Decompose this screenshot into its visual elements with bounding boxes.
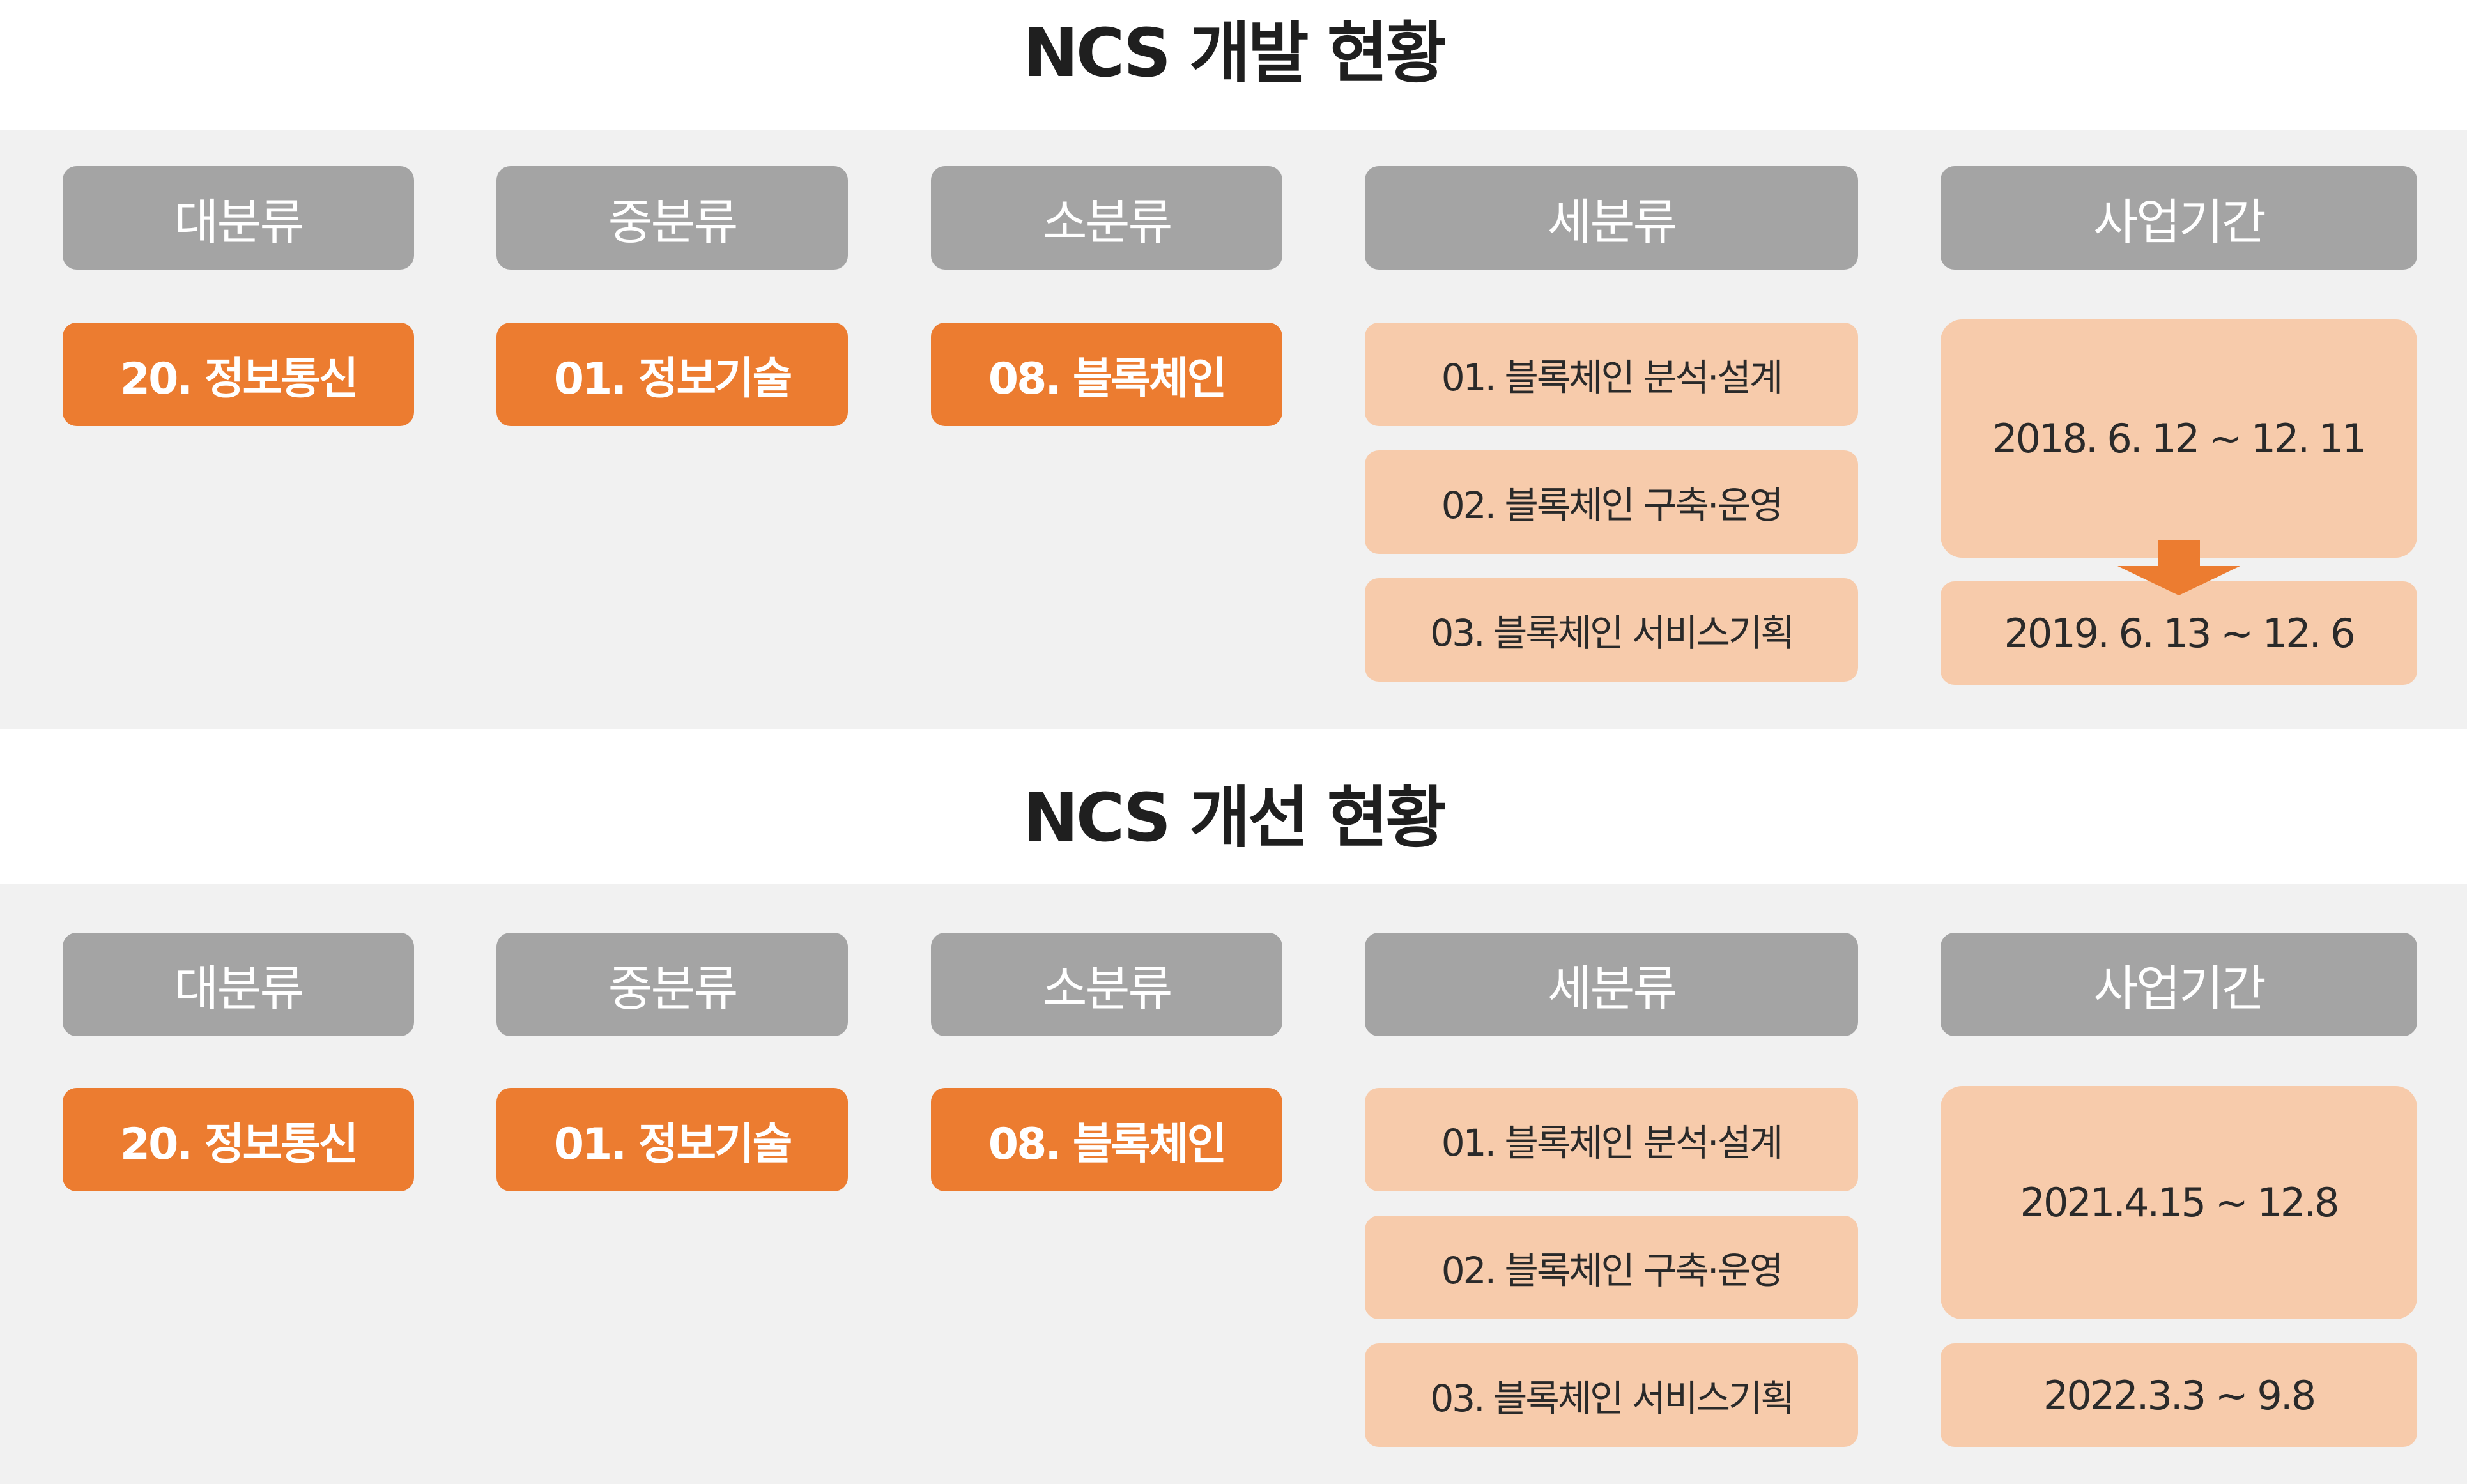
section-title-improvement: NCS 개선 현황 bbox=[1022, 779, 1447, 857]
header-detail: 세분류 bbox=[1365, 933, 1858, 1036]
header-middle: 중분류 bbox=[496, 933, 848, 1036]
middle-category: 01. 정보기술 bbox=[496, 323, 848, 426]
minor-category: 08. 블록체인 bbox=[931, 323, 1282, 426]
header-period: 사업기간 bbox=[1941, 933, 2417, 1036]
detail-category-item: 01. 블록체인 분석·설계 bbox=[1365, 1088, 1858, 1191]
period-second: 2022.3.3 ~ 9.8 bbox=[1941, 1343, 2417, 1447]
header-detail: 세분류 bbox=[1365, 166, 1858, 270]
down-arrow-icon bbox=[2117, 540, 2240, 595]
header-minor: 소분류 bbox=[931, 933, 1282, 1036]
header-minor: 소분류 bbox=[931, 166, 1282, 270]
major-category: 20. 정보통신 bbox=[63, 1088, 414, 1191]
detail-category-item: 03. 블록체인 서비스기획 bbox=[1365, 578, 1858, 682]
period-first: 2021.4.15 ~ 12.8 bbox=[1941, 1086, 2417, 1319]
major-category: 20. 정보통신 bbox=[63, 323, 414, 426]
detail-category-item: 02. 블록체인 구축·운영 bbox=[1365, 450, 1858, 554]
period-second: 2019. 6. 13 ~ 12. 6 bbox=[1941, 581, 2417, 685]
header-major: 대분류 bbox=[63, 166, 414, 270]
header-middle: 중분류 bbox=[496, 166, 848, 270]
detail-category-item: 03. 블록체인 서비스기획 bbox=[1365, 1343, 1858, 1447]
period-first: 2018. 6. 12 ~ 12. 11 bbox=[1941, 319, 2417, 558]
detail-category-item: 02. 블록체인 구축·운영 bbox=[1365, 1216, 1858, 1319]
detail-category-item: 01. 블록체인 분석·설계 bbox=[1365, 323, 1858, 426]
header-major: 대분류 bbox=[63, 933, 414, 1036]
middle-category: 01. 정보기술 bbox=[496, 1088, 848, 1191]
header-period: 사업기간 bbox=[1941, 166, 2417, 270]
section-title-development: NCS 개발 현황 bbox=[1022, 14, 1447, 92]
minor-category: 08. 블록체인 bbox=[931, 1088, 1282, 1191]
